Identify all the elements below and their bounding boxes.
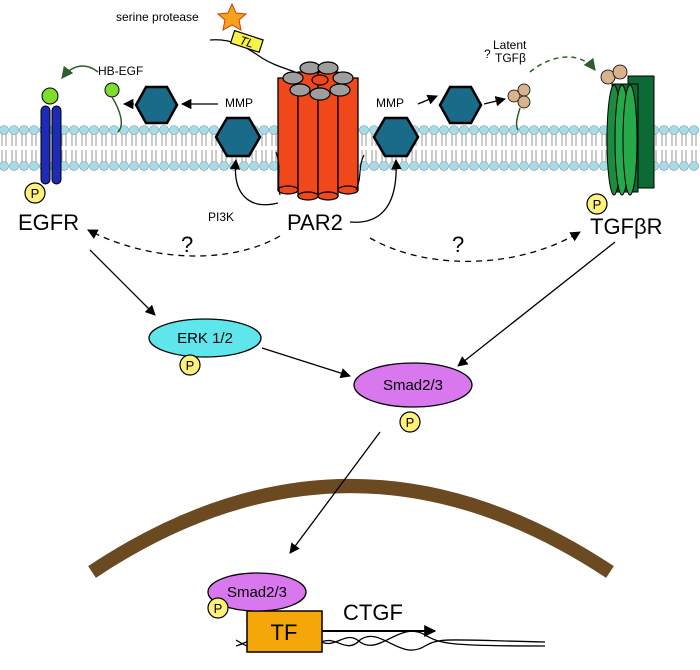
svg-text:P: P	[31, 186, 40, 201]
serine-protease-star-icon	[216, 2, 248, 31]
nuclear-envelope	[88, 479, 614, 578]
latent-label-line2: TGFβ	[495, 51, 526, 65]
tgfbr-receptor	[600, 64, 655, 196]
tf-label: TF	[271, 620, 298, 645]
erk-label: ERK 1/2	[177, 330, 233, 347]
question-mark-left: ?	[181, 232, 193, 257]
dashed-arrow-par2-to-tgfbr	[369, 231, 581, 262]
tl-tether	[209, 39, 296, 73]
mmp-embedded-right	[372, 116, 420, 158]
egfr-label: EGFR	[18, 210, 79, 235]
svg-text:P: P	[186, 358, 195, 373]
serine-protease-label: serine protease	[116, 10, 199, 24]
smad-nuclear-label: Smad2/3	[227, 584, 287, 601]
erk-phospho: P	[179, 354, 201, 376]
smad-node	[353, 362, 473, 408]
arrow-hb-egf-to-egfr	[61, 65, 99, 79]
par2-tail-right	[355, 154, 365, 191]
par2-tail-left	[275, 151, 281, 196]
tgfbr-phospho: P	[586, 193, 608, 215]
hb-egf-label: HB-EGF	[98, 64, 143, 78]
arrow-par2-to-mmp-left	[229, 158, 279, 206]
arrow-mmp-to-soluble-right	[417, 94, 438, 105]
mmp-soluble-right	[438, 85, 483, 125]
svg-text:P: P	[214, 601, 223, 616]
tf-box	[246, 610, 323, 653]
par2-label: PAR2	[287, 210, 343, 235]
smad-label: Smad2/3	[383, 377, 443, 394]
mmp-soluble-left	[134, 85, 179, 125]
erk-node	[148, 318, 262, 358]
mmp-embedded-left	[214, 116, 262, 158]
smad-phospho: P	[399, 411, 421, 433]
mmp-left-label: MMP	[225, 96, 253, 110]
hb-egf-tether	[111, 96, 123, 133]
arrow-egfr-to-erk	[89, 249, 156, 316]
arrow-tgfbr-to-smad	[457, 241, 616, 367]
smad-nuclear-node	[207, 572, 307, 612]
latent-question-mark: ?	[484, 47, 491, 61]
arrow-par2-to-mmp-right	[349, 158, 402, 223]
arrow-smad-to-nucleus	[289, 431, 381, 554]
smad-nuclear-phospho: P	[207, 597, 229, 619]
pi3k-label: PI3K	[208, 210, 234, 224]
par2-receptor	[277, 61, 359, 201]
svg-text:P: P	[593, 197, 602, 212]
tl-label: TL	[238, 33, 256, 51]
egfr-receptor	[40, 87, 62, 185]
latent-label-line1: Latent	[493, 38, 527, 52]
tgfbr-label: TGFβR	[590, 214, 663, 239]
question-mark-right: ?	[452, 232, 464, 257]
tethered-ligand-box	[229, 29, 264, 54]
svg-text:P: P	[406, 415, 415, 430]
arrow-soluble-to-latent	[483, 96, 507, 107]
ctgf-label: CTGF	[343, 600, 403, 625]
arrow-latent-to-tgfbr	[529, 56, 596, 73]
latent-tgfb-complex	[507, 83, 531, 131]
hb-egf-ligand	[104, 82, 120, 98]
egfr-phospho: P	[24, 182, 46, 204]
arrow-erk-to-smad	[261, 347, 351, 379]
mmp-right-label: MMP	[376, 96, 404, 110]
